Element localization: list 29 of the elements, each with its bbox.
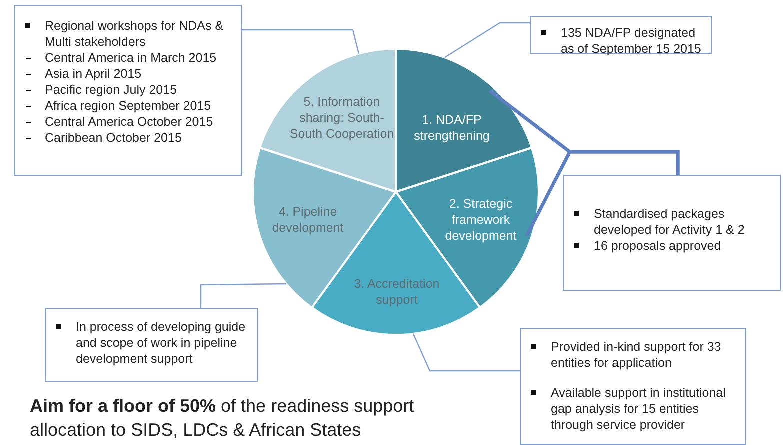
bullet-text: Regional workshops for NDAs & Multi stakeholders xyxy=(45,19,224,49)
bullet-text: Asia in April 2015 xyxy=(45,67,142,81)
slice-label: 3. Accreditation support xyxy=(353,276,441,308)
slice-label: 5. Information sharing: South-South Cooperation xyxy=(288,94,396,142)
callout-box xyxy=(563,175,781,291)
bullet-text: In process of developing guide and scope of work in pipeline development support xyxy=(76,320,246,366)
bullet-text: Pacific region July 2015 xyxy=(45,83,178,97)
slice-label: 4. Pipeline development xyxy=(271,204,345,236)
bullet-text: 135 NDA/FP designated as of September 15 2015 xyxy=(561,26,702,56)
bullet-text: Available support in institutional gap analysis for 15 entities through service provider xyxy=(551,386,726,432)
callout-box xyxy=(530,16,712,54)
callout-box xyxy=(520,328,746,445)
bullet-text: Central America in March 2015 xyxy=(45,51,217,65)
leader-line xyxy=(242,29,360,54)
callout-box xyxy=(14,5,242,176)
leader-line xyxy=(200,283,286,308)
leader-line xyxy=(412,334,520,372)
callout-box xyxy=(45,308,258,382)
slice-label: 1. NDA/FP strengthening xyxy=(413,112,491,144)
bullet-text: Standardised packages developed for Activity 1 & 2 xyxy=(594,207,745,237)
note-text: Aim for a floor of 50% of the readiness support allocation to SIDS, LDCs & African States xyxy=(30,395,416,442)
bullet-text: Caribbean October 2015 xyxy=(45,131,182,145)
leader-line xyxy=(444,22,530,58)
slice-label: 2. Strategic framework development xyxy=(444,196,518,244)
bullet-text: 16 proposals approved xyxy=(594,239,722,253)
bullet-text: Africa region September 2015 xyxy=(45,99,212,113)
bullet-text: Provided in-kind support for 33 entities for application xyxy=(551,340,722,370)
bullet-text: Central America October 2015 xyxy=(45,115,214,129)
leader-line xyxy=(525,150,680,237)
